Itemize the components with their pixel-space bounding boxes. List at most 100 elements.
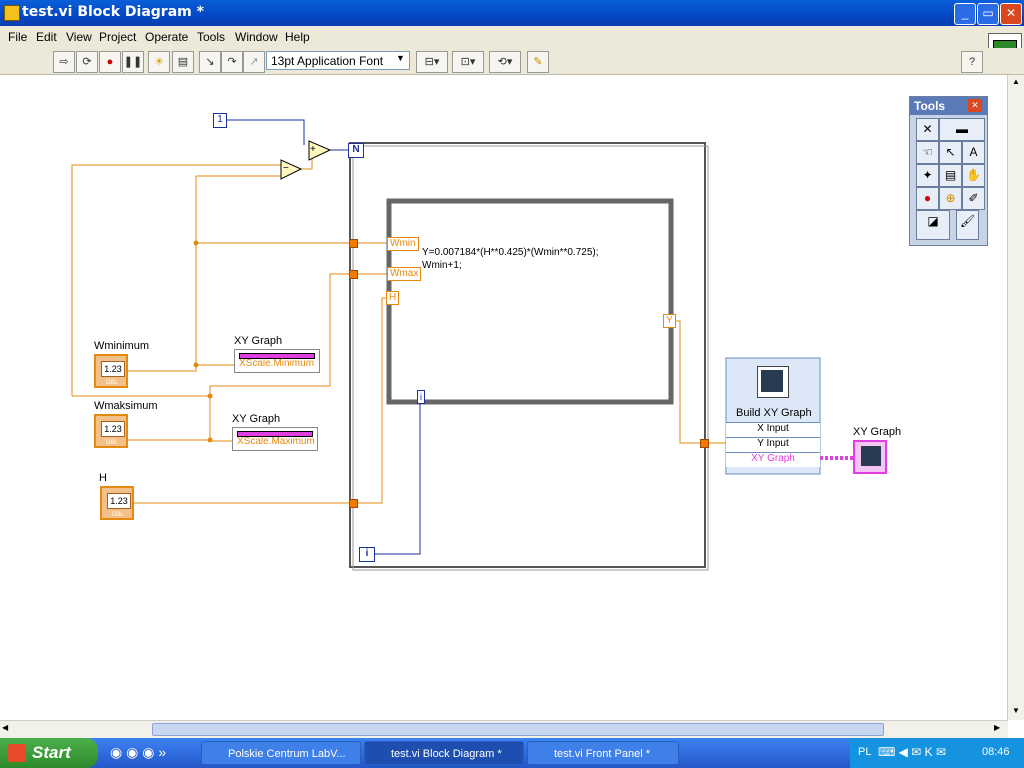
- label-wmaksimum: Wmaksimum: [94, 400, 158, 412]
- system-tray: [850, 738, 1024, 768]
- abort-icon[interactable]: ●: [99, 51, 121, 73]
- operate-value-icon[interactable]: ☜: [916, 141, 939, 164]
- task-block-diagram[interactable]: test.vi Block Diagram *: [364, 741, 524, 765]
- loop-count-terminal[interactable]: N: [348, 143, 364, 158]
- scroll-up-icon[interactable]: ▲: [1012, 77, 1020, 86]
- pause-icon[interactable]: ❚❚: [122, 51, 144, 73]
- tunnel-y[interactable]: [700, 439, 709, 448]
- menu-operate[interactable]: Operate: [145, 30, 189, 44]
- run-arrow-icon[interactable]: ⇨: [53, 51, 75, 73]
- formula-input-wmin[interactable]: Wmin: [387, 237, 419, 251]
- scroll-window-icon[interactable]: ✋: [962, 164, 985, 187]
- build-xy-output[interactable]: XY Graph: [726, 452, 820, 467]
- scroll-left-icon[interactable]: ◀: [2, 723, 9, 732]
- add-op-label[interactable]: +: [310, 144, 316, 155]
- clock: 08:46: [982, 746, 1010, 758]
- tools-close-icon[interactable]: ✕: [968, 99, 982, 112]
- step-over-icon[interactable]: ↷: [221, 51, 243, 73]
- quicklaunch-icons[interactable]: ◉ ◉ ◉ »: [110, 744, 167, 760]
- vertical-scrollbar[interactable]: ▲ ▼: [1007, 75, 1024, 720]
- dbl-value: 1.23: [107, 493, 131, 509]
- formula-output-y[interactable]: Y: [663, 314, 676, 328]
- probe-icon[interactable]: ⊕: [939, 187, 962, 210]
- task-front-panel[interactable]: test.vi Front Panel *: [527, 741, 679, 765]
- property-node-xscale-min[interactable]: XScale.Minimum: [234, 349, 320, 373]
- distribute-objects-icon[interactable]: ⊡▾: [452, 51, 484, 73]
- maximize-button[interactable]: ▭: [977, 3, 999, 25]
- wire-sub-add: [300, 155, 313, 170]
- loop-iteration-terminal[interactable]: i: [359, 547, 375, 562]
- dbl-type: DBL: [106, 380, 118, 386]
- scroll-right-icon[interactable]: ▶: [994, 723, 1001, 732]
- clean-up-diagram-icon[interactable]: ✎: [527, 51, 549, 73]
- block-diagram-canvas[interactable]: [0, 75, 1008, 720]
- auto-select-indicator-icon[interactable]: ▬: [939, 118, 985, 141]
- tunnel-wmin[interactable]: [349, 239, 358, 248]
- help-button[interactable]: ?: [961, 51, 983, 73]
- for-loop-frame: [349, 142, 706, 568]
- tools-palette[interactable]: Tools ✕ ✕ ▬ ☜ ↖ A ✦ ▤ ✋ ● ⊕ ✐ ◪ 🖌: [909, 96, 988, 246]
- property-node-xscale-max[interactable]: XScale.Maximum: [232, 427, 318, 451]
- build-xy-x-input[interactable]: X Input: [726, 422, 820, 437]
- window-title: test.vi Block Diagram *: [22, 4, 204, 20]
- highlight-execution-icon[interactable]: ☀: [148, 51, 170, 73]
- build-xy-y-input[interactable]: Y Input: [726, 437, 820, 452]
- horizontal-scrollbar[interactable]: ◀ ▶: [0, 720, 1008, 738]
- scroll-thumb[interactable]: [152, 723, 884, 736]
- scroll-down-icon[interactable]: ▼: [1012, 706, 1020, 715]
- menu-file[interactable]: File: [8, 30, 28, 44]
- close-button[interactable]: ✕: [1000, 3, 1022, 25]
- font-select[interactable]: 13pt Application Font: [266, 51, 410, 70]
- xy-graph-indicator[interactable]: [853, 440, 887, 474]
- paintbrush-icon[interactable]: 🖌: [956, 210, 979, 240]
- retain-wire-values-icon[interactable]: ▤: [172, 51, 194, 73]
- minimize-button[interactable]: _: [954, 3, 976, 25]
- build-xy-icon[interactable]: [757, 366, 789, 398]
- step-into-icon[interactable]: ↘: [199, 51, 221, 73]
- property-name: XScale.Maximum: [237, 436, 315, 447]
- edit-text-icon[interactable]: A: [962, 141, 985, 164]
- control-h[interactable]: 1.23 DBL: [100, 486, 134, 520]
- breakpoint-icon[interactable]: ●: [916, 187, 939, 210]
- align-objects-icon[interactable]: ⊟▾: [416, 51, 448, 73]
- dbl-value: 1.23: [101, 421, 125, 437]
- control-wminimum[interactable]: 1.23 DBL: [94, 354, 128, 388]
- step-out-icon[interactable]: ↗: [243, 51, 265, 73]
- formula-input-wmax[interactable]: Wmax: [387, 267, 422, 281]
- reorder-icon[interactable]: ⟲▾: [489, 51, 521, 73]
- subtract-op-label[interactable]: −: [283, 163, 289, 174]
- task-firefox[interactable]: Polskie Centrum LabV...: [201, 741, 361, 765]
- set-color-icon[interactable]: ◪: [916, 210, 950, 240]
- wire-const1: [226, 119, 305, 145]
- tray-icons[interactable]: ⌨ ◀ ✉ K ✉: [878, 745, 946, 759]
- add-node-shape: [308, 140, 332, 161]
- run-continuously-icon[interactable]: ⟳: [76, 51, 98, 73]
- menu-view[interactable]: View: [66, 30, 92, 44]
- formula-node-frame: [386, 198, 674, 405]
- language-indicator[interactable]: PL: [858, 746, 872, 758]
- menu-window[interactable]: Window: [235, 30, 278, 44]
- auto-tool-icon[interactable]: ✕: [916, 118, 939, 141]
- menu-help[interactable]: Help: [285, 30, 310, 44]
- wire-iteration: [374, 396, 421, 555]
- tunnel-wmax[interactable]: [349, 270, 358, 279]
- formula-text-line2[interactable]: Wmin+1;: [422, 260, 462, 271]
- menu-edit[interactable]: Edit: [36, 30, 57, 44]
- control-wmaksimum[interactable]: 1.23 DBL: [94, 414, 128, 448]
- dbl-type: DBL: [112, 512, 124, 518]
- get-color-icon[interactable]: ✐: [962, 187, 985, 210]
- formula-input-h[interactable]: H: [386, 291, 400, 305]
- constant-one[interactable]: 1: [213, 113, 227, 128]
- tunnel-h[interactable]: [349, 499, 358, 508]
- connect-wire-icon[interactable]: ✦: [916, 164, 939, 187]
- shortcut-menu-icon[interactable]: ▤: [939, 164, 962, 187]
- menu-project[interactable]: Project: [99, 30, 137, 44]
- tools-header: [910, 97, 987, 115]
- wire-wminimum: [128, 175, 282, 372]
- title-bar: [0, 0, 1024, 26]
- formula-i-input[interactable]: i: [417, 390, 425, 404]
- formula-text-line1[interactable]: Y=0.007184*(H**0.425)*(Wmin**0.725);: [422, 247, 599, 258]
- tools-title: Tools: [914, 99, 946, 113]
- position-tool-icon[interactable]: ↖: [939, 141, 962, 164]
- menu-tools[interactable]: Tools: [197, 30, 226, 44]
